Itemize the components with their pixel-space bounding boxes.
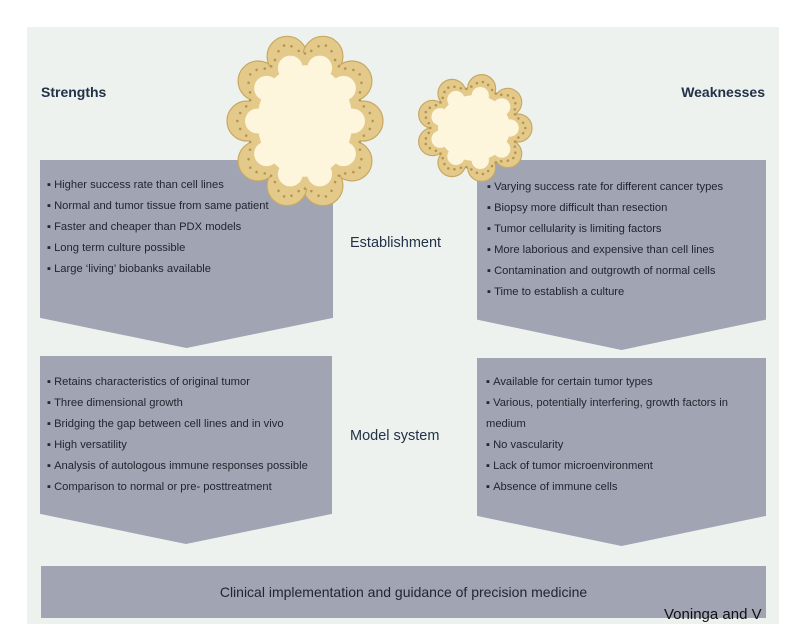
large-organoid-illustration: [226, 35, 384, 207]
list-item: Analysis of autologous immune responses …: [47, 456, 332, 477]
list-item: Comparison to normal or pre- posttreatme…: [47, 477, 332, 498]
list-item: Various, potentially interfering, growth…: [486, 393, 766, 435]
list-item: Tumor cellularity is limiting factors: [487, 219, 765, 240]
list-item: Contamination and outgrowth of normal ce…: [487, 261, 765, 282]
list-item: Retains characteristics of original tumo…: [47, 372, 332, 393]
list-item: Faster and cheaper than PDX models: [47, 217, 332, 238]
list-item: More laborious and expensive than cell l…: [487, 240, 765, 261]
list-item: High versatility: [47, 435, 332, 456]
clinical-implementation-bar: Clinical implementation and guidance of …: [41, 566, 766, 618]
establishment-weaknesses-list: Varying success rate for different cance…: [487, 177, 765, 303]
list-item: Large ‘living’ biobanks available: [47, 259, 332, 280]
clinical-implementation-text: Clinical implementation and guidance of …: [219, 584, 588, 600]
small-organoid-illustration: [418, 74, 533, 182]
list-item: Biopsy more difficult than resection: [487, 198, 765, 219]
list-item: Time to establish a culture: [487, 282, 765, 303]
model-system-weaknesses-list: Available for certain tumor types Variou…: [486, 372, 766, 498]
list-item: Varying success rate for different cance…: [487, 177, 765, 198]
list-item: Long term culture possible: [47, 238, 332, 259]
model-system-stage-label: Model system: [350, 428, 440, 444]
establishment-strengths-list: Higher success rate than cell lines Norm…: [47, 175, 332, 280]
citation-text: Voninga and V: [664, 606, 762, 623]
list-item: Available for certain tumor types: [486, 372, 766, 393]
model-system-strengths-list: Retains characteristics of original tumo…: [47, 372, 332, 498]
list-item: Three dimensional growth: [47, 393, 332, 414]
list-item: Higher success rate than cell lines: [47, 175, 332, 196]
strengths-heading: Strengths: [41, 84, 107, 100]
weaknesses-heading: Weaknesses: [681, 84, 765, 100]
list-item: Absence of immune cells: [486, 477, 766, 498]
list-item: Normal and tumor tissue from same patien…: [47, 196, 332, 217]
list-item: Lack of tumor microenvironment: [486, 456, 766, 477]
establishment-stage-label: Establishment: [350, 235, 442, 251]
list-item: No vascularity: [486, 435, 766, 456]
list-item: Bridging the gap between cell lines and …: [47, 414, 332, 435]
